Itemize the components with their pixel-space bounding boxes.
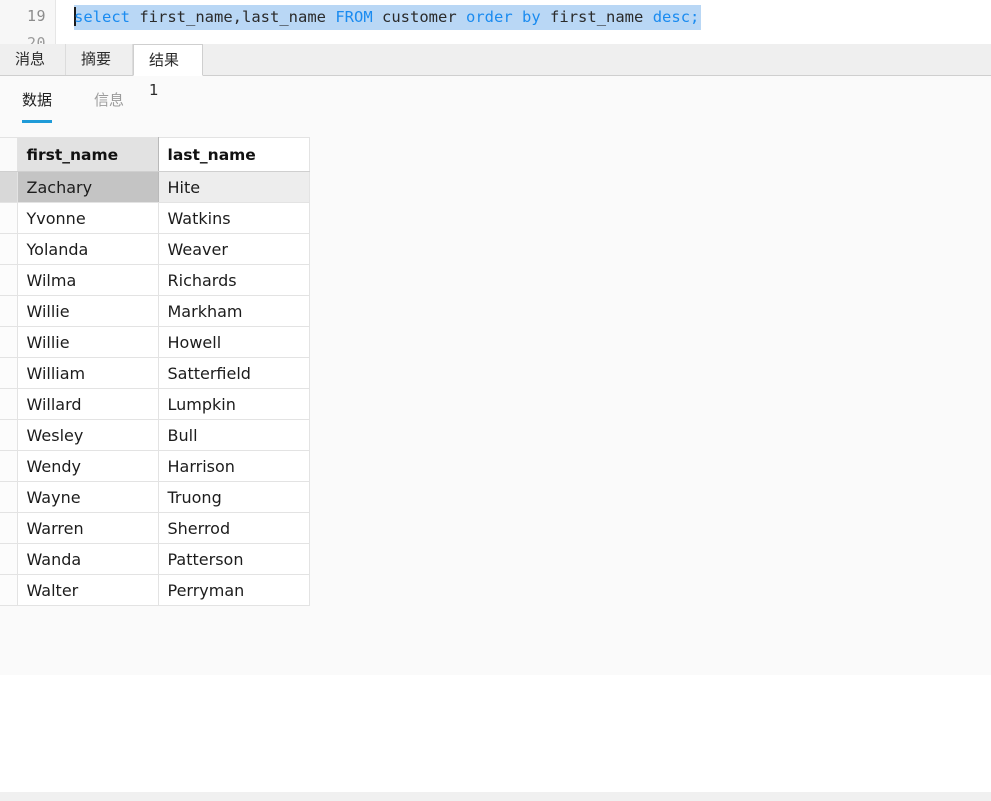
cell-last_name[interactable]: Howell (157, 326, 310, 358)
result-subtab-bar: 数据 信息 (0, 76, 991, 126)
editor-line-number-gutter: 18 19 20 (0, 0, 56, 44)
sql-editor[interactable]: 18 19 20 select first_name,last_name FRO… (0, 0, 991, 44)
column-header-last-name[interactable]: last_name (157, 137, 310, 172)
cell-first_name[interactable]: Wanda (16, 543, 159, 575)
cell-last_name[interactable]: Lumpkin (157, 388, 310, 420)
cell-last_name[interactable]: Patterson (157, 543, 310, 575)
cell-last_name[interactable]: Sherrod (157, 512, 310, 544)
cell-first_name[interactable]: Willie (16, 326, 159, 358)
row-header-corner[interactable] (0, 137, 18, 172)
cell-last_name[interactable]: Perryman (157, 574, 310, 606)
result-tab-bar: 消息 摘要 结果 1 (0, 44, 991, 99)
result-grid-header: first_name last_name (0, 137, 310, 172)
cell-first_name[interactable]: Wesley (16, 419, 159, 451)
tab-messages[interactable]: 消息 (0, 44, 66, 75)
line-number-18: 18 (0, 0, 46, 4)
cell-first_name[interactable]: Wayne (16, 481, 159, 513)
cell-last_name[interactable]: Truong (157, 481, 310, 513)
cell-first_name[interactable]: William (16, 357, 159, 389)
cell-last_name[interactable]: Hite (157, 171, 310, 203)
row-header-cell[interactable] (0, 295, 18, 327)
line-number-20: 20 (26, 34, 46, 44)
sql-statement-line[interactable]: select first_name,last_name FROM custome… (74, 5, 702, 30)
cell-first_name[interactable]: Willard (16, 388, 159, 420)
cell-first_name[interactable]: Willie (16, 295, 159, 327)
sql-statement-text: select first_name,last_name FROM custome… (74, 8, 700, 26)
row-header-cell[interactable] (0, 481, 18, 513)
row-header-cell[interactable] (0, 388, 18, 420)
subtab-data[interactable]: 数据 (22, 88, 53, 123)
row-header-cell[interactable] (0, 512, 18, 544)
row-header-cell[interactable] (0, 419, 18, 451)
row-header-cell[interactable] (0, 326, 18, 358)
cell-first_name[interactable]: Yolanda (16, 233, 159, 265)
tab-summary[interactable]: 摘要 (66, 44, 133, 75)
cell-last_name[interactable]: Watkins (157, 202, 310, 234)
row-header-cell[interactable] (0, 202, 18, 234)
column-header-first-name[interactable]: first_name (16, 137, 159, 172)
cell-first_name[interactable]: Wendy (16, 450, 159, 482)
cell-first_name[interactable]: Zachary (16, 171, 159, 203)
row-header-cell[interactable] (0, 233, 18, 265)
subtab-info[interactable]: 信息 (94, 91, 125, 109)
row-header-cell[interactable] (0, 357, 18, 389)
line-number-19: 19 (26, 7, 46, 25)
cell-first_name[interactable]: Warren (16, 512, 159, 544)
row-header-cell[interactable] (0, 543, 18, 575)
row-header-cell[interactable] (0, 574, 18, 606)
table-header-row: first_name last_name (0, 137, 310, 172)
row-header-cell[interactable] (0, 171, 18, 203)
cell-last_name[interactable]: Weaver (157, 233, 310, 265)
tab-result-1[interactable]: 结果 1 (133, 44, 203, 99)
cell-last_name[interactable]: Harrison (157, 450, 310, 482)
grid-bottom-strip (0, 792, 991, 801)
cell-first_name[interactable]: Wilma (16, 264, 159, 296)
text-caret (74, 7, 76, 26)
cell-last_name[interactable]: Richards (157, 264, 310, 296)
cell-first_name[interactable]: Walter (16, 574, 159, 606)
row-header-cell[interactable] (0, 264, 18, 296)
cell-last_name[interactable]: Bull (157, 419, 310, 451)
cell-last_name[interactable]: Satterfield (157, 357, 310, 389)
row-header-cell[interactable] (0, 450, 18, 482)
cell-first_name[interactable]: Yvonne (16, 202, 159, 234)
cell-last_name[interactable]: Markham (157, 295, 310, 327)
